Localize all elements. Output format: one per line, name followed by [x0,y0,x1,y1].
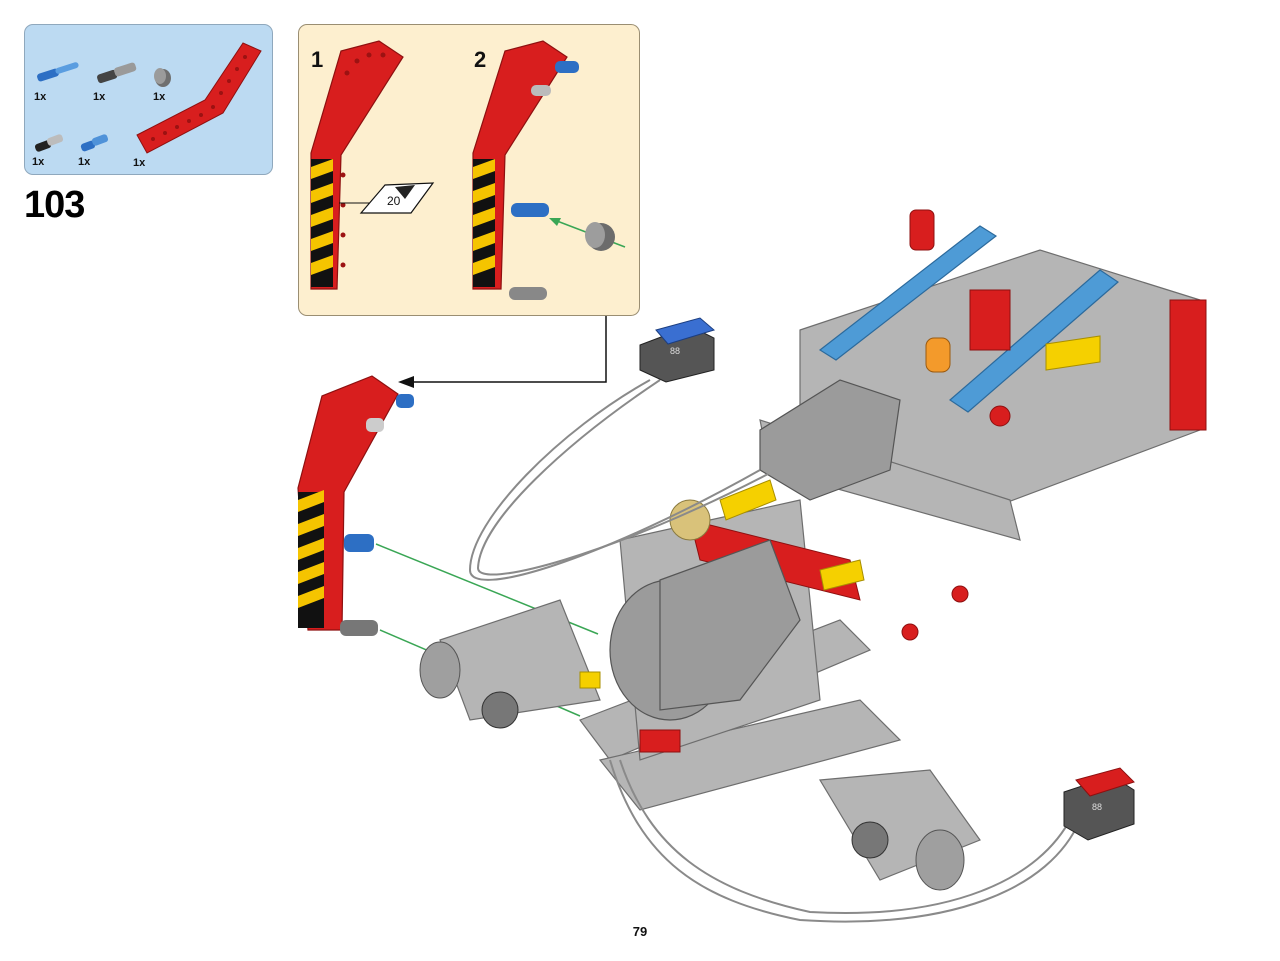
sticker-label: 20 [387,194,401,208]
motor [609,379,901,721]
callout-line [410,316,607,383]
red-bent-beam-icon [310,40,404,290]
sticker-icon [339,182,435,214]
blue-plug-connector [639,317,716,383]
page-number: 79 [632,924,648,939]
grey-pin-icon [531,85,551,96]
red-bent-beam-icon [297,375,414,636]
red-bent-beam-icon [136,42,262,154]
substep-illustration: 20 [310,40,626,300]
assembly-guide-line [375,543,599,635]
grey-bush-icon [585,222,615,251]
part-qty: 1x [133,157,146,169]
red-details [639,209,1207,753]
part-qty: 1x [32,156,45,168]
plug-label: 88 [1092,802,1102,812]
step-number: 103 [24,184,85,226]
grey-axle-pin-icon [509,287,547,300]
blue-axle-pin-icon [511,203,549,217]
parts-illustration [34,42,262,154]
subassembly-box: 1 2 20 [298,24,640,316]
gear-icon [481,691,889,859]
part-qty: 1x [93,91,106,103]
part-qty: 1x [34,91,47,103]
hub [419,641,965,891]
black-grey-pin-icon [34,134,64,152]
callout-arrow-icon [398,376,414,388]
blue-pin-icon [555,61,579,73]
grey-bush-icon [154,68,171,87]
cable [468,379,1081,923]
plug-label: 88 [670,346,680,356]
parts-list-box: 1x 1x 1x 1x 1x 1x [24,24,273,175]
blue-pin-icon [80,134,109,152]
chassis-frame [439,249,1201,881]
blue-beam [818,225,1119,413]
blue-axle-pin-icon [37,62,79,82]
red-plug-connector [1063,767,1135,841]
part-qty: 1x [78,156,91,168]
red-bent-beam-icon [472,40,568,290]
substep-number: 2 [474,47,487,72]
orange-connector [925,337,951,373]
part-qty: 1x [153,91,166,103]
yellow-parts [579,335,1101,689]
gear-icon [669,499,711,541]
assembly-guide-line [379,629,581,717]
arrow-head-icon [549,218,561,226]
grey-axle-pin-icon [97,62,137,84]
substep-number: 1 [311,47,324,72]
